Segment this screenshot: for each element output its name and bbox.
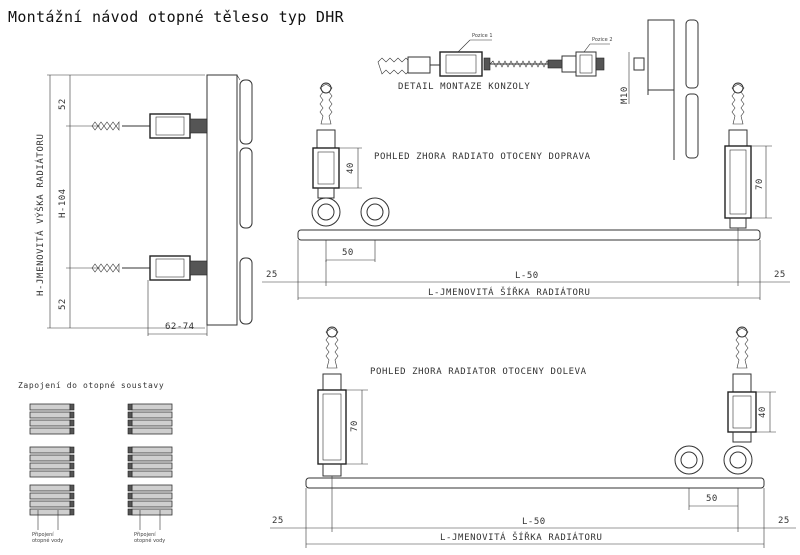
top-view-right-label: POHLED ZHORA RADIATO OTOCENY DOPRAVA [374,152,591,162]
radiator-section-end [69,446,75,454]
dim-25-right-left-view: 25 [778,516,790,526]
dim-40-left-view: 40 [758,406,768,418]
radiator-section [29,446,71,454]
radiator-section [29,454,71,462]
radiator-section-end [69,508,75,516]
radiator-section [131,500,173,508]
radiator-section [29,484,71,492]
radiator-section [29,427,71,435]
position-2-label: Pozice 2 [592,37,613,43]
dim-25-left-left-view: 25 [272,516,284,526]
radiator-section [131,419,173,427]
radiator-section-end [69,462,75,470]
radiator-section-end [127,411,133,419]
radiator-section [131,462,173,470]
radiator-section-end [69,427,75,435]
position-1-label: Pozice 1 [472,33,493,39]
dim-40-right-view: 40 [346,162,356,174]
radiator-section [131,492,173,500]
radiator-section [29,411,71,419]
radiator-section [131,508,173,516]
radiator-section-end [127,403,133,411]
connection-label: Zapojení do otopné soustavy [18,381,165,390]
m10-label: M10 [620,86,630,104]
radiator-section [29,492,71,500]
connection-note-right: Připojení otopné vody [134,532,166,544]
top-view-left-drawing [270,326,796,548]
connection-diagram [29,403,173,530]
radiator-section-end [69,492,75,500]
radiator-section [29,470,71,478]
dim-62-74: 62-74 [165,322,195,332]
radiator-section-end [69,470,75,478]
radiator-section [29,403,71,411]
radiator-section-end [127,508,133,516]
detail-label: DETAIL MONTAZE KONZOLY [398,82,531,92]
dim-25-left-right-view: 25 [266,270,278,280]
dim-50-right-view: 50 [342,248,354,258]
dim-52-bottom: 52 [58,298,68,310]
page-title: Montážní návod otopné těleso typ DHR [8,8,344,26]
radiator-section-end [69,484,75,492]
radiator-section [131,484,173,492]
radiator-section-end [69,403,75,411]
width-label-right-view: L-JMENOVITÁ ŠÍŘKA RADIÁTORU [428,288,591,298]
dim-h-104: H-104 [58,188,68,218]
radiator-section-end [127,500,133,508]
radiator-section-end [127,470,133,478]
radiator-section [131,403,173,411]
radiator-section-end [127,484,133,492]
radiator-section-end [127,419,133,427]
radiator-section-end [127,492,133,500]
radiator-section-end [69,419,75,427]
radiator-section [29,462,71,470]
dim-l-50-right-view: L-50 [515,271,539,281]
radiator-section-end [69,500,75,508]
radiator-section-end [69,411,75,419]
top-view-right-drawing [262,82,790,300]
radiator-section-end [69,454,75,462]
dim-l-50-left-view: L-50 [522,517,546,527]
connection-note-left: Připojení otopné vody [32,532,64,544]
dim-70-left-view: 70 [350,420,360,432]
dim-50-left-view: 50 [706,494,718,504]
radiator-section [29,500,71,508]
top-view-left-label: POHLED ZHORA RADIATOR OTOCENY DOLEVA [370,367,587,377]
bracket-detail-drawing [377,19,699,160]
dim-52-top: 52 [58,98,68,110]
side-view-drawing [47,74,253,336]
radiator-section [29,508,71,516]
radiator-section [29,419,71,427]
radiator-section-end [127,462,133,470]
radiator-section [131,470,173,478]
radiator-section-end [127,446,133,454]
radiator-section [131,454,173,462]
dim-70-right-view: 70 [755,178,765,190]
radiator-section-end [127,454,133,462]
radiator-section [131,446,173,454]
dim-25-right-right-view: 25 [774,270,786,280]
radiator-section [131,427,173,435]
radiator-section [131,411,173,419]
height-label: H-JMENOVITÁ VÝŠKA RADIÁTORU [36,133,46,297]
radiator-section-end [127,427,133,435]
width-label-left-view: L-JMENOVITÁ ŠÍŘKA RADIÁTORU [440,533,603,543]
